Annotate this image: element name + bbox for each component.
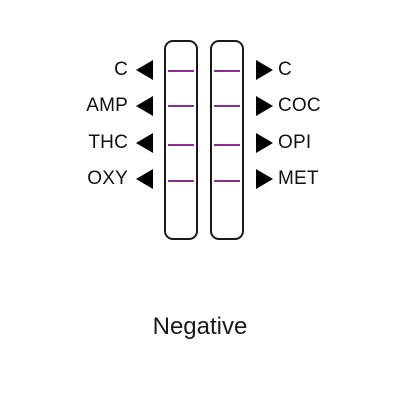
strip-left-band-thc — [168, 144, 194, 146]
strip-right-band-coc — [214, 105, 240, 107]
triangle-left-icon — [136, 169, 153, 189]
strip-left-band-c — [168, 70, 194, 72]
result-label: Negative — [152, 313, 248, 340]
triangle-right-icon — [256, 60, 273, 80]
test-strip-left — [164, 40, 198, 240]
right-label-met: MET — [278, 168, 319, 189]
triangle-right-icon — [256, 169, 273, 189]
triangle-left-icon — [136, 133, 153, 153]
triangle-left-icon — [136, 60, 153, 80]
strip-left-band-amp — [168, 105, 194, 107]
right-label-control: C — [278, 59, 292, 80]
strip-right-band-met — [214, 180, 240, 182]
strip-right-band-opi — [214, 144, 240, 146]
right-label-opi: OPI — [278, 132, 312, 153]
left-label-oxy: OXY — [87, 168, 128, 189]
strip-right-band-c — [214, 70, 240, 72]
left-label-thc: THC — [88, 132, 128, 153]
triangle-left-icon — [136, 96, 153, 116]
right-label-coc: COC — [278, 95, 321, 116]
triangle-right-icon — [256, 133, 273, 153]
triangle-right-icon — [256, 96, 273, 116]
left-label-control: C — [114, 59, 128, 80]
strip-left-band-oxy — [168, 180, 194, 182]
left-label-amp: AMP — [86, 95, 128, 116]
test-strip-right — [210, 40, 244, 240]
